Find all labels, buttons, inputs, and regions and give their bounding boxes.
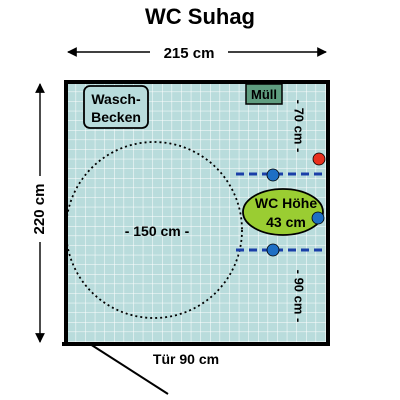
clearance-top-label: - 70 cm - xyxy=(292,100,307,153)
door-label: Tür 90 cm xyxy=(153,351,219,367)
sink xyxy=(83,85,149,129)
walls xyxy=(64,80,330,346)
wc-label-line1: WC Höhe xyxy=(255,195,317,211)
waste-bin-label: Müll xyxy=(251,87,277,102)
waste-bin xyxy=(245,83,283,105)
turning-circle xyxy=(65,141,243,319)
door-leaf xyxy=(89,343,169,395)
height-label-bg xyxy=(31,176,49,242)
wc-toilet xyxy=(242,188,324,236)
width-label-bg xyxy=(150,42,228,60)
clearance-bottom-label: - 90 cm - xyxy=(292,270,307,323)
sink-label-line1: Wasch- xyxy=(91,91,141,107)
width-label: 215 cm xyxy=(164,45,215,62)
flush-button xyxy=(311,211,325,225)
fixture-dot-top xyxy=(266,168,280,182)
turning-circle-label: - 150 cm - xyxy=(125,223,190,239)
plan-title: WC Suhag xyxy=(145,4,255,29)
height-label: 220 cm xyxy=(31,184,48,235)
wc-label-line2: 43 cm xyxy=(266,214,306,230)
fixture-dot-bottom xyxy=(266,243,280,257)
sink-label-line2: Becken xyxy=(91,109,141,125)
emergency-button-red xyxy=(312,152,326,166)
